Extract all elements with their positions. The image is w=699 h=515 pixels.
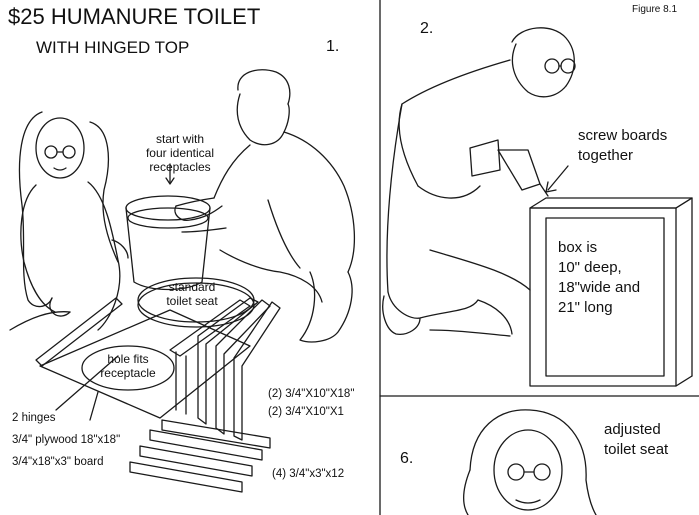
label-plywood: 3/4" plywood 18"x18" bbox=[12, 434, 120, 446]
label-board: 3/4"x18"x3" board bbox=[12, 456, 104, 468]
figure-label: Figure 8.1 bbox=[632, 4, 677, 15]
small-boards bbox=[130, 420, 270, 492]
callout-screw-boards: screw boards together bbox=[578, 126, 667, 166]
label-hinges: 2 hinges bbox=[12, 412, 55, 424]
title-line-1: $25 HUMANURE TOILET bbox=[8, 4, 260, 30]
title-line-2: WITH HINGED TOP bbox=[36, 38, 189, 58]
callout-adjusted-seat: adjusted toilet seat bbox=[604, 420, 668, 460]
box-dimensions: box is 10" deep, 18"wide and 21" long bbox=[558, 238, 640, 318]
label-boards-c: (4) 3/4"x3"x12 bbox=[272, 468, 344, 480]
panel-1-number: 1. bbox=[326, 38, 339, 56]
callout-start-receptacles: start with four identical receptacles bbox=[134, 132, 226, 174]
panel6-woman-face bbox=[464, 410, 596, 515]
receptacle-bucket bbox=[126, 164, 210, 290]
screw-arrow bbox=[548, 166, 568, 190]
panel-2-number: 2. bbox=[420, 20, 433, 38]
drill-body bbox=[470, 140, 500, 176]
panel-6-number: 6. bbox=[400, 450, 413, 468]
label-boards-a: (2) 3/4"X10"X18" bbox=[268, 388, 354, 400]
callout-hole-fits: hole fits receptacle bbox=[92, 352, 164, 380]
woman-figure bbox=[10, 112, 128, 330]
label-boards-b: (2) 3/4"X10"X1 bbox=[268, 406, 344, 418]
callout-standard-seat: standard toilet seat bbox=[152, 280, 232, 308]
